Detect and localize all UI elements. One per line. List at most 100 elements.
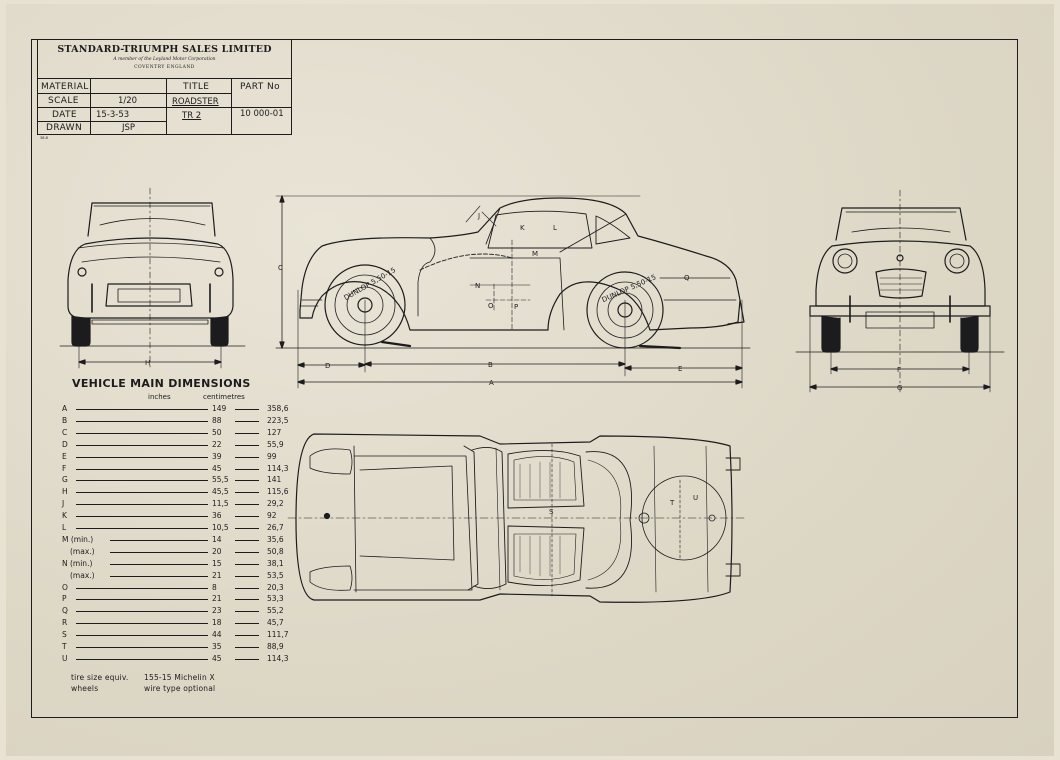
drawn-value: JSP <box>122 123 136 133</box>
dimension-inches: 149 <box>212 404 227 413</box>
label-P: P <box>514 303 518 311</box>
dimension-centimetres: 114,3 <box>267 653 289 663</box>
partno-value: 10 000-01 <box>240 109 284 119</box>
company-subtitle: A member of the Leyland Motor Corporatio… <box>113 57 216 62</box>
label-A: A <box>489 379 494 387</box>
scale-label: SCALE <box>48 96 79 106</box>
dimension-centimetres: 88,9 <box>267 642 284 651</box>
sheet-tag: 38.8 <box>40 136 48 140</box>
dimension-code: A <box>62 404 68 413</box>
dimension-centimetres: 223,5 <box>267 415 289 425</box>
dimension-centimetres: 53,3 <box>267 594 284 604</box>
dimension-row: U 45 114,3 <box>62 653 288 664</box>
dimension-code: L <box>62 523 67 532</box>
dimension-code: M (min.) <box>62 534 94 544</box>
dimension-centimetres: 115,6 <box>267 487 289 497</box>
dimension-row: G 55,5 141 <box>62 475 281 485</box>
dimension-code: D <box>62 439 68 449</box>
wheels-label: wheels <box>71 684 99 693</box>
dimension-centimetres: 29,2 <box>267 499 284 509</box>
dimension-inches: 15 <box>212 558 222 568</box>
dimension-row: M (min.) 14 35,6 <box>62 534 284 545</box>
dimension-centimetres: 38,1 <box>267 558 284 568</box>
dimension-centimetres: 20,3 <box>267 582 284 592</box>
label-F: F <box>897 366 901 374</box>
dimension-inches: 39 <box>212 451 222 461</box>
dimension-inches: 18 <box>212 618 222 628</box>
label-B: B <box>488 361 493 369</box>
dimensions-heading: VEHICLE MAIN DIMENSIONS <box>72 377 251 390</box>
dimension-inches: 55,5 <box>212 475 229 485</box>
dimension-inches: 23 <box>212 606 222 616</box>
dimension-inches: 21 <box>212 594 222 604</box>
label-K: K <box>520 224 525 232</box>
inches-label: inches <box>148 393 171 401</box>
dimension-code: S <box>62 630 67 640</box>
label-N: N <box>475 282 480 290</box>
label-O: O <box>488 302 494 310</box>
label-L: L <box>553 224 557 232</box>
label-E: E <box>678 365 682 373</box>
dimension-row: P 21 53,3 <box>62 594 284 604</box>
dimension-inches: 45 <box>212 653 222 663</box>
dimension-code: E <box>62 451 67 461</box>
dimension-inches: 22 <box>212 439 222 449</box>
dimension-code: C <box>62 427 68 437</box>
label-H: H <box>145 359 150 367</box>
dimension-inches: 8 <box>212 582 217 592</box>
centimetres-label: centimetres <box>203 393 245 401</box>
dimension-centimetres: 127 <box>267 427 282 437</box>
company-location: COVENTRY ENGLAND <box>134 65 195 70</box>
wheels-value: wire type optional <box>144 684 216 693</box>
dimension-centimetres: 55,2 <box>267 606 284 616</box>
dimension-code: G <box>62 475 68 485</box>
scale-value: 1/20 <box>118 96 138 106</box>
dimension-inches: 45,5 <box>212 487 229 497</box>
dimension-code: P <box>62 594 67 604</box>
dimension-code: T <box>62 642 67 651</box>
dimension-inches: 11,5 <box>212 499 229 509</box>
front-view <box>795 189 1005 393</box>
top-view <box>287 433 747 603</box>
dimension-row: A 149 358,6 <box>62 404 288 414</box>
dimension-centimetres: 53,5 <box>267 570 284 580</box>
date-label: DATE <box>52 110 78 120</box>
title-value-roadster: ROADSTER <box>172 97 219 107</box>
dimension-code: (max.) <box>70 570 95 580</box>
title-block: STANDARD-TRIUMPH SALES LIMITED A member … <box>37 39 292 135</box>
dimension-inches: 21 <box>212 570 222 580</box>
tyre-label-rear: DUNLOP 5,50-15 <box>343 266 398 302</box>
dimension-row: H 45,5 115,6 <box>62 487 288 497</box>
dimension-code: Q <box>62 606 68 616</box>
dimension-centimetres: 141 <box>267 475 282 485</box>
dimension-inches: 88 <box>212 415 222 425</box>
dimension-code: (max.) <box>70 546 95 556</box>
dimension-centimetres: 35,6 <box>267 534 284 544</box>
dimension-code: H <box>62 487 68 497</box>
label-J: J <box>477 212 480 220</box>
dimension-code: U <box>62 653 68 663</box>
dimension-code: F <box>62 463 67 473</box>
tire-label: tire size equiv. <box>71 673 129 682</box>
dimension-inches: 45 <box>212 463 222 473</box>
dimension-centimetres: 26,7 <box>267 523 284 532</box>
dimension-centimetres: 99 <box>267 451 277 461</box>
dimension-code: B <box>62 415 68 425</box>
dimension-inches: 20 <box>212 546 222 556</box>
label-U: U <box>693 494 698 502</box>
tire-value: 155-15 Michelin X <box>144 673 215 682</box>
label-C: C <box>278 264 283 272</box>
blueprint-paper <box>6 4 1054 756</box>
dimension-inches: 14 <box>212 534 222 544</box>
dimension-centimetres: 358,6 <box>267 404 289 413</box>
dimension-code: J <box>62 499 65 509</box>
rear-view <box>59 187 246 369</box>
